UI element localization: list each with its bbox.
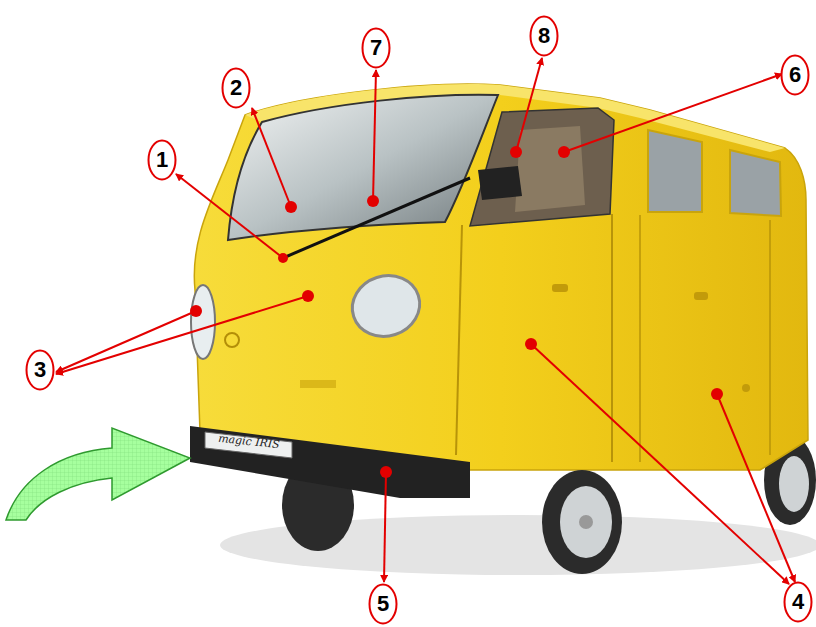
callout-circle: 4 <box>783 581 813 623</box>
callout-number: 1 <box>147 139 177 181</box>
callout-number: 2 <box>221 67 251 109</box>
callout-circle: 5 <box>368 583 398 625</box>
callout-number: 6 <box>780 54 810 96</box>
callout-number: 7 <box>361 27 391 69</box>
callout-number: 5 <box>368 583 398 625</box>
callout-circle: 8 <box>529 15 559 57</box>
callout-circle: 3 <box>25 349 55 391</box>
callout-circle: 1 <box>147 139 177 181</box>
callout-circle: 7 <box>361 27 391 69</box>
callout-number: 4 <box>783 581 813 623</box>
callout-number: 3 <box>25 349 55 391</box>
callout-circle: 6 <box>780 54 810 96</box>
callout-number: 8 <box>529 15 559 57</box>
callout-circle: 2 <box>221 67 251 109</box>
badge-text: magic IRIS <box>218 431 281 450</box>
